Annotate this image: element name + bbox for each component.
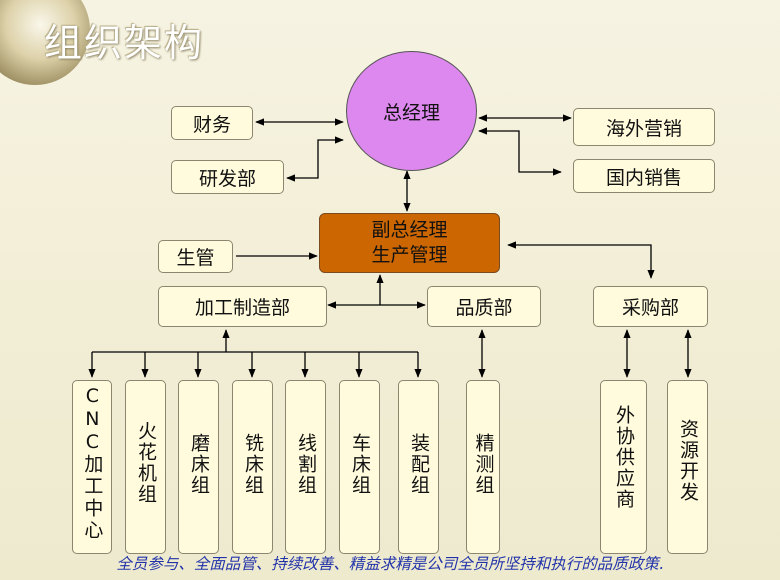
quality-policy-footer: 全员参与、全面品管、持续改善、精益求精是公司全员所坚持和执行的品质政策.	[116, 555, 664, 573]
node-sourcing: 资源开发	[667, 380, 708, 554]
node-assembly: 装配组	[398, 380, 439, 554]
node-rd: 研发部	[171, 160, 284, 194]
node-spark: 火花机组	[125, 380, 166, 554]
node-production-control: 生管	[158, 240, 233, 273]
node-domestic-sales: 国内销售	[573, 159, 715, 193]
node-machining: 加工制造部	[158, 286, 327, 327]
node-quality: 品质部	[427, 286, 541, 327]
node-measurement: 精测组	[466, 380, 500, 554]
node-grinding: 磨床组	[178, 380, 219, 554]
node-milling: 铣床组	[232, 380, 273, 554]
edge-deputy-purchasing	[507, 241, 655, 279]
node-overseas-marketing: 海外营销	[573, 108, 715, 146]
node-outsourcing: 外协供应商	[600, 380, 647, 554]
node-deputy-gm: 副总经理 生产管理	[319, 213, 500, 273]
node-cnc: CNC 加工中心	[72, 380, 112, 554]
node-general-manager: 总经理	[346, 51, 477, 171]
node-wire-cutting: 线割组	[285, 380, 326, 554]
edge-gm-domestic	[478, 127, 562, 176]
page-title: 组织架构	[44, 21, 205, 65]
edge-gm-rd	[286, 136, 344, 182]
node-finance: 财务	[171, 106, 253, 140]
node-purchasing: 采购部	[593, 286, 708, 327]
node-lathe: 车床组	[339, 380, 380, 554]
